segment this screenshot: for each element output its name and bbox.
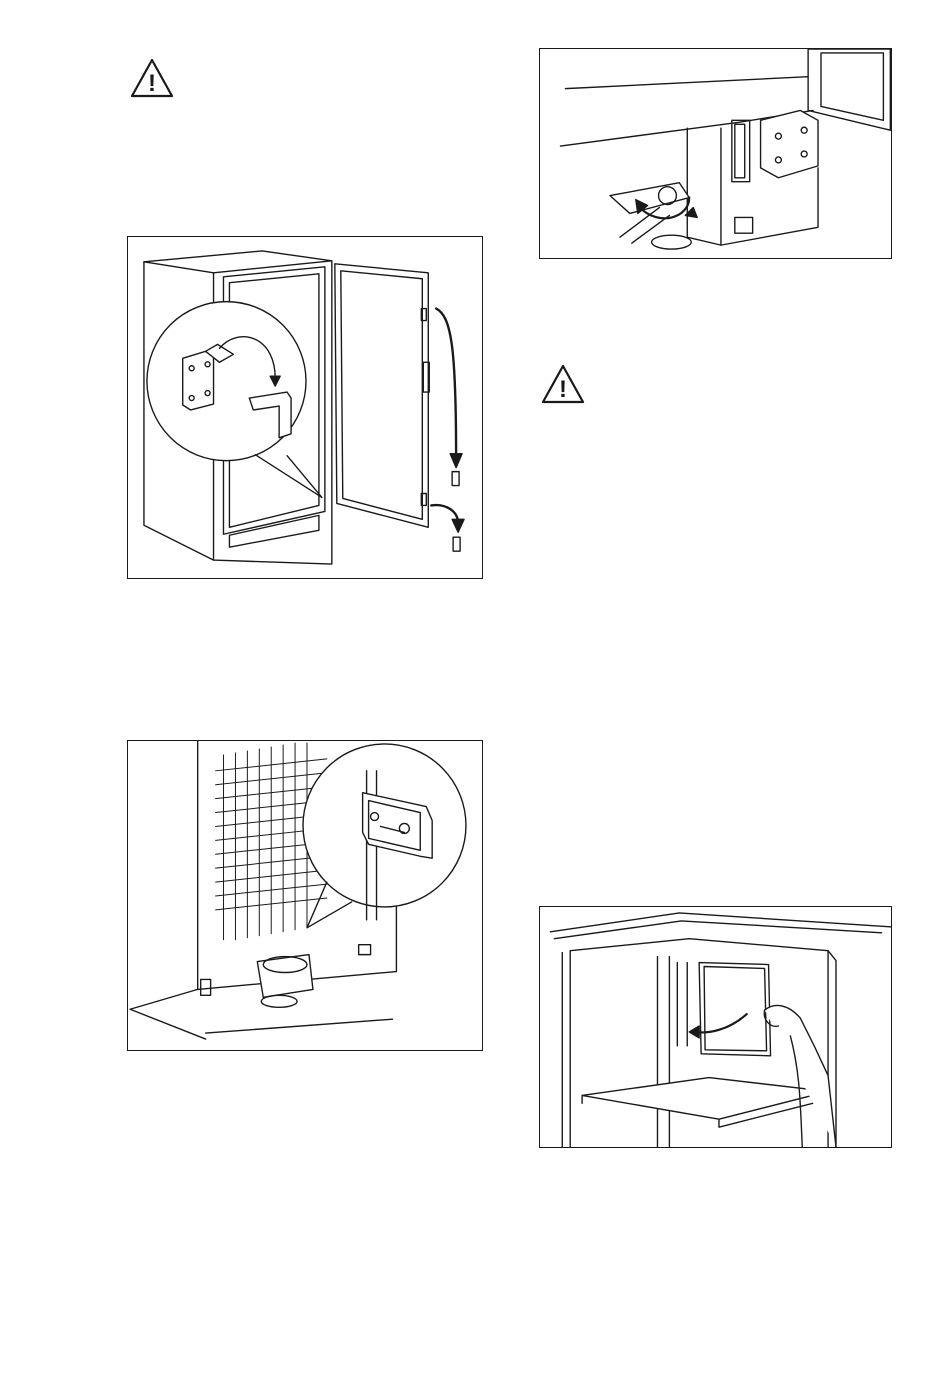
figure-adjustable-foot-hinge: [539, 48, 892, 259]
warning-triangle-icon: !: [540, 363, 586, 405]
warning-triangle-icon: !: [129, 57, 175, 99]
figure-door-hinge-reversal: [127, 236, 483, 579]
warning-symbol: !: [148, 70, 156, 97]
figure-rear-condenser-bracket: [127, 740, 483, 1051]
figure-interior-shelf-panel: [539, 906, 892, 1148]
warning-symbol: !: [559, 376, 567, 403]
